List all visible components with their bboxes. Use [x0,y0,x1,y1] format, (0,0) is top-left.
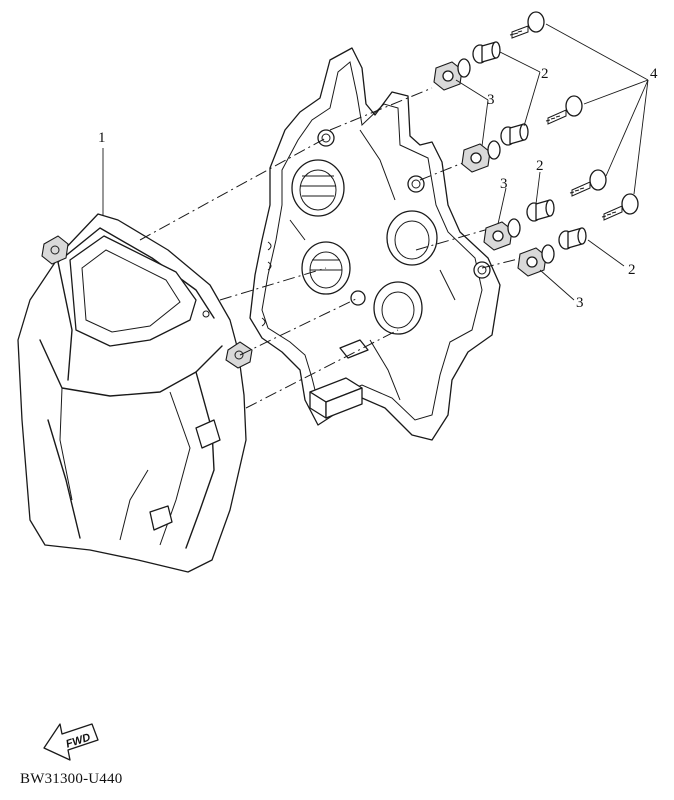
collar-1 [472,41,501,64]
collar-3 [526,199,555,222]
headlight-cowl [17,213,253,573]
callout-part-3-a: 3 [487,92,495,108]
collar-4 [558,227,587,250]
screw-3 [569,169,607,197]
callout-part-4: 4 [650,66,658,82]
headlight-bracket [249,47,501,441]
grommet-2 [461,140,501,173]
assembly-lines [139,87,523,409]
callout-part-3-c: 3 [576,295,584,311]
screw-4 [601,193,639,221]
callout-part-1: 1 [98,130,106,146]
leader-lines [102,23,649,301]
grommet-4 [517,244,555,277]
grommet-1 [433,58,471,91]
collar-set [472,41,587,250]
collar-2 [500,123,529,146]
screw-1 [509,11,545,39]
reference-code: BW31300-U440 [20,771,123,787]
callout-part-2-a: 2 [541,66,549,82]
fwd-arrow-icon: FWD [43,723,99,761]
screw-set [509,11,639,221]
screw-2 [545,95,583,125]
callout-part-3-b: 3 [500,176,508,192]
grommet-set [433,58,555,277]
callouts: 1 2 2 2 3 3 3 4 [98,66,658,311]
callout-part-2-c: 2 [628,262,636,278]
grommet-3 [483,218,521,251]
callout-part-2-b: 2 [536,158,544,174]
